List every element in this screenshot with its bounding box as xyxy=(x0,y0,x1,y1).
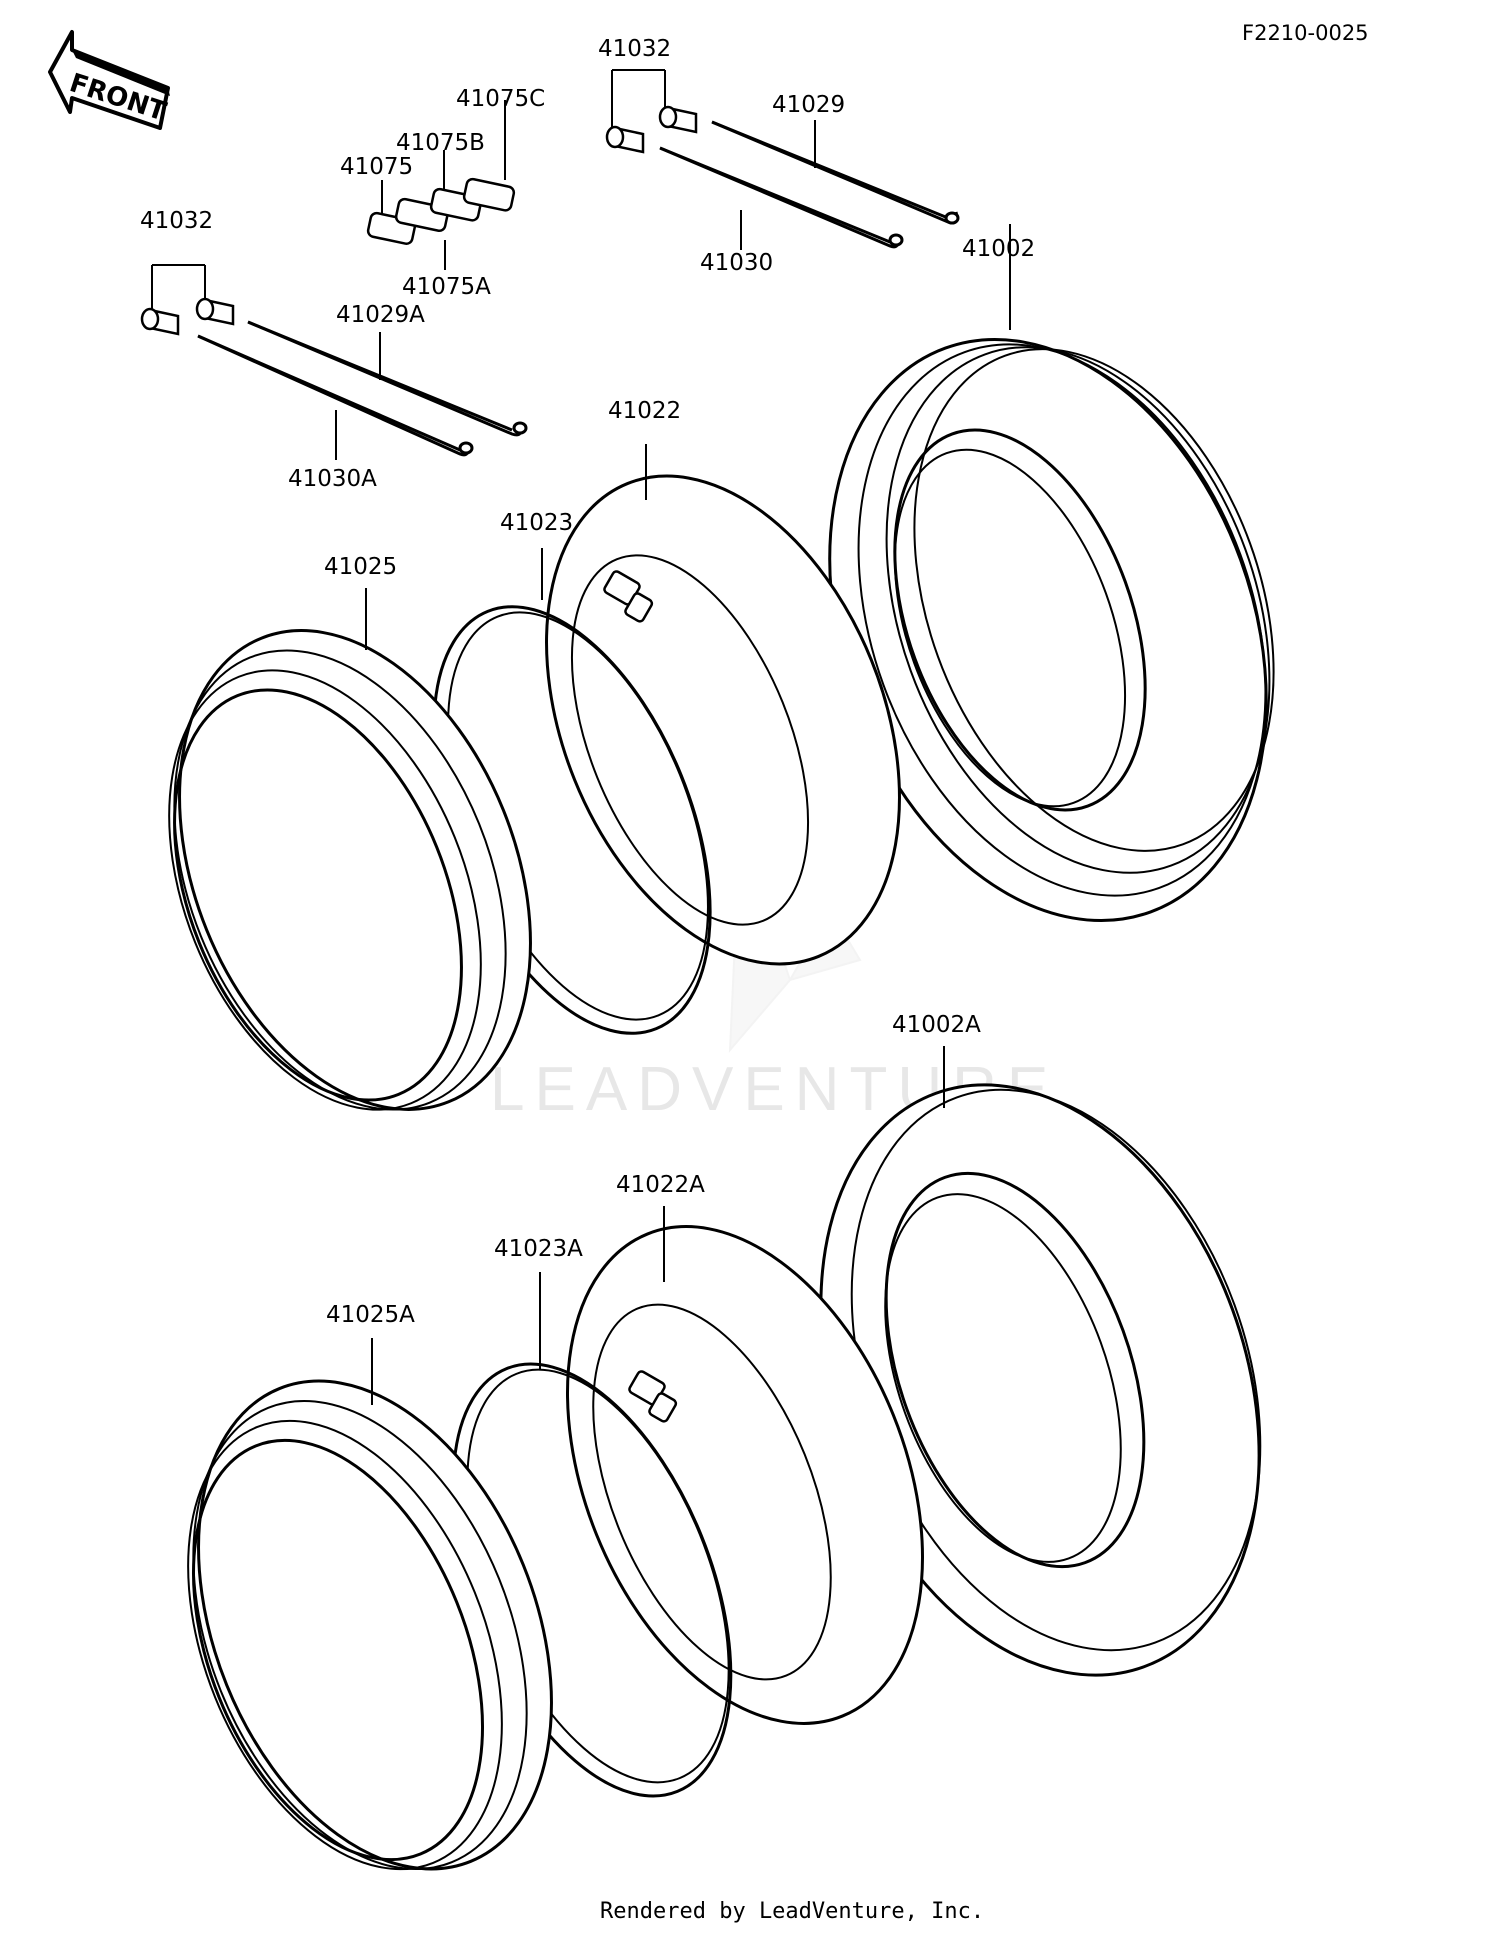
label-41075a: 41075A xyxy=(402,274,491,300)
label-41022a: 41022A xyxy=(616,1172,705,1198)
tire-41002a xyxy=(819,1083,1262,1677)
valve-stem-upper xyxy=(603,570,654,623)
label-41032-upper: 41032 xyxy=(598,36,671,62)
label-41023a: 41023A xyxy=(494,1236,583,1262)
front-arrow-icon: FRONT xyxy=(48,30,170,130)
spoke-41029 xyxy=(711,120,960,225)
rim-41025 xyxy=(168,629,532,1111)
label-41075: 41075 xyxy=(340,154,413,180)
inner-tube-41022a xyxy=(566,1225,924,1725)
valve-stem-lower xyxy=(628,1370,678,1423)
label-41002a: 41002A xyxy=(892,1012,981,1038)
label-41025a: 41025A xyxy=(326,1302,415,1328)
label-41030: 41030 xyxy=(700,250,773,276)
label-41030a: 41030A xyxy=(288,466,377,492)
tire-41002 xyxy=(828,338,1275,922)
label-41075c: 41075C xyxy=(456,86,545,112)
label-41075b: 41075B xyxy=(396,130,485,156)
rim-41025a xyxy=(187,1379,553,1871)
spoke-41030 xyxy=(659,146,904,249)
spoke-41030a xyxy=(197,334,474,457)
part-labels: 41032 41029 41030 41075C 41075B 41075 41… xyxy=(140,36,1035,1328)
label-41025: 41025 xyxy=(324,554,397,580)
label-41002: 41002 xyxy=(962,236,1035,262)
spoke-nipples-lower xyxy=(140,297,235,336)
label-41022: 41022 xyxy=(608,398,681,424)
label-41029: 41029 xyxy=(772,92,845,118)
label-41032-lower: 41032 xyxy=(140,208,213,234)
spoke-nipples-41075-set xyxy=(366,177,516,245)
label-41029a: 41029A xyxy=(336,302,425,328)
diagram-code: F2210-0025 xyxy=(1242,21,1369,45)
footer-credit: Rendered by LeadVenture, Inc. xyxy=(600,1899,984,1924)
spoke-nipples-upper xyxy=(605,105,698,154)
label-41023: 41023 xyxy=(500,510,573,536)
